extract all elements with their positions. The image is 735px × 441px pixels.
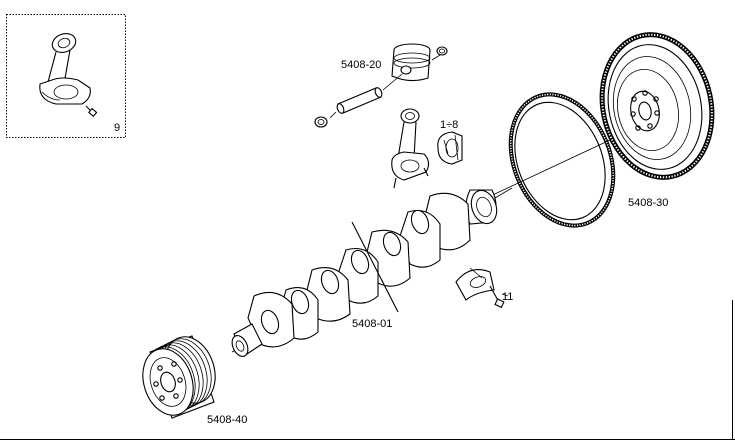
connecting-rod <box>391 108 430 189</box>
crankshaft-journals <box>260 209 430 335</box>
bearing-cap <box>455 267 495 301</box>
piston-assembly: 5408-20 <box>314 43 448 128</box>
piston-part-label: 5408-20 <box>341 59 381 71</box>
crankshaft: 5408-01 <box>231 139 611 357</box>
inset-connecting-rod-detail: 9 <box>6 14 126 138</box>
snap-ring-top <box>436 46 448 56</box>
flywheel-bolt-holes <box>630 90 660 131</box>
pulley-part-label: 5408-40 <box>207 414 247 426</box>
inset-bolt <box>85 105 98 118</box>
bolt: 11 <box>489 285 513 309</box>
crankshaft-rear-flange <box>465 189 498 225</box>
bearing-shells: 1÷8 <box>437 119 463 165</box>
piston-pin <box>336 87 383 114</box>
snap-ring-bottom <box>314 116 328 128</box>
pulley-holes <box>153 361 183 401</box>
bearing-shells-label: 1÷8 <box>440 119 458 131</box>
crankshaft-part-label: 5408-01 <box>352 318 392 330</box>
crankshaft-pulley: 5408-40 <box>142 335 247 426</box>
flywheel: 5408-30 <box>599 32 715 209</box>
crankshaft-nose <box>231 323 263 357</box>
flywheel-part-label: 5408-30 <box>628 197 668 209</box>
bolt-part-label: 11 <box>502 291 513 303</box>
inset-ref-label: 9 <box>114 122 120 134</box>
inset-connecting-rod <box>39 33 91 105</box>
piston <box>391 43 431 82</box>
